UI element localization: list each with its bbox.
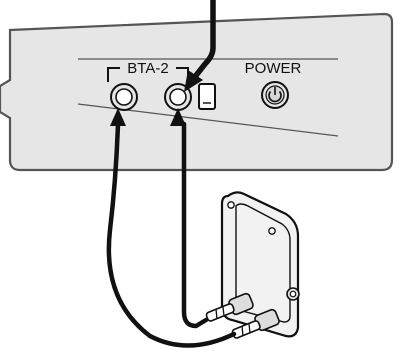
power-icon — [268, 87, 282, 103]
cable-arrowheads — [110, 108, 186, 126]
bta2-label: BTA-2 — [127, 60, 168, 77]
cable-to-left-jack — [106, 121, 237, 348]
bta2-jack-left — [110, 83, 138, 111]
arrowhead-right-jack — [170, 108, 186, 126]
smartphone-icon — [198, 83, 216, 110]
power-label: POWER — [245, 60, 302, 77]
arrow-down-icon — [184, 0, 216, 92]
arrowhead-left-jack — [110, 108, 126, 126]
adapter-plug-lower — [231, 308, 280, 339]
adapter-plug-upper — [205, 292, 254, 322]
audio-cables — [106, 121, 237, 348]
device-panel — [0, 12, 394, 172]
power-button[interactable] — [261, 81, 289, 109]
cable-to-right-jack — [181, 121, 209, 329]
